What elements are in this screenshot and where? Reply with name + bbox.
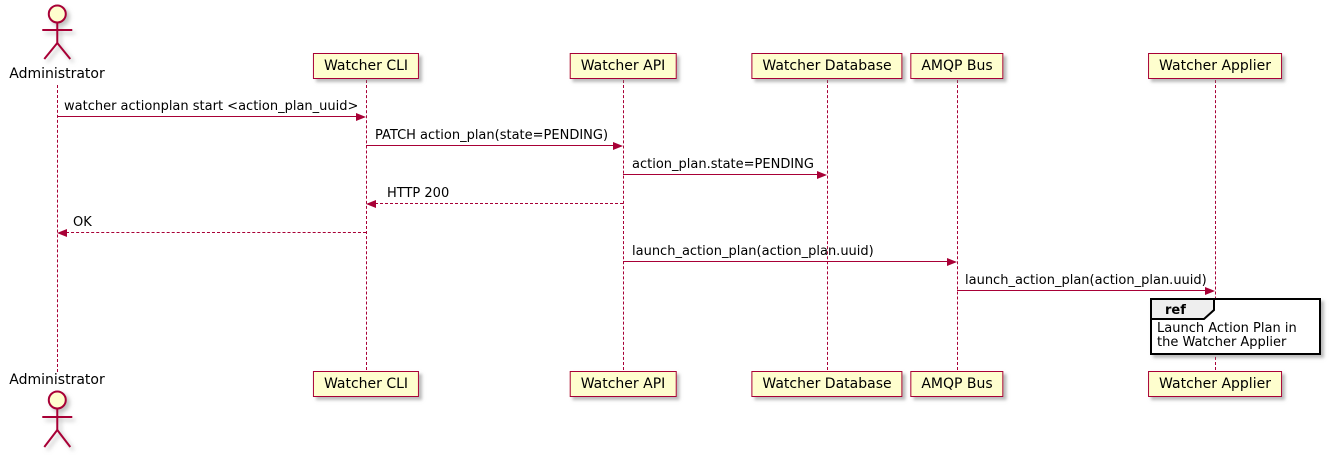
ref-fragment: ref Launch Action Plan in the Watcher Ap… [1150, 298, 1321, 355]
message-line [57, 116, 357, 117]
ref-keyword: ref [1165, 303, 1186, 318]
participant-watcher-api-bottom: Watcher API [569, 371, 677, 397]
actor-label: Administrator [9, 372, 105, 388]
ref-keyword-tab: ref [1150, 298, 1215, 320]
arrowhead-right-icon [1205, 286, 1215, 295]
message-label: launch_action_plan(action_plan.uuid) [632, 244, 874, 259]
participant-amqp-bus-top: AMQP Bus [910, 53, 1004, 79]
arrowhead-left-icon [57, 228, 67, 237]
participant-watcher-cli-bottom: Watcher CLI [312, 371, 420, 397]
lifeline-watcher-database [827, 80, 828, 370]
message-label: HTTP 200 [387, 186, 450, 201]
message-label: OK [73, 215, 92, 230]
arrowhead-left-icon [366, 199, 376, 208]
message-label: action_plan.state=PENDING [632, 157, 814, 172]
message-line [957, 290, 1206, 291]
actor-label: Administrator [9, 66, 105, 82]
actor-icon [42, 4, 72, 60]
arrowhead-right-icon [817, 170, 827, 179]
lifeline-watcher-cli [366, 80, 367, 370]
message-line [623, 261, 948, 262]
arrowhead-right-icon [613, 141, 623, 150]
message-line [623, 174, 818, 175]
participant-amqp-bus-bottom: AMQP Bus [910, 371, 1004, 397]
lifeline-amqp-bus [957, 80, 958, 370]
message-label: PATCH action_plan(state=PENDING) [375, 128, 609, 143]
ref-text: Launch Action Plan in the Watcher Applie… [1157, 321, 1297, 350]
message-line [66, 232, 366, 233]
participant-watcher-api-top: Watcher API [569, 53, 677, 79]
message-line [366, 145, 614, 146]
arrowhead-right-icon [947, 257, 957, 266]
participant-watcher-database-bottom: Watcher Database [751, 371, 903, 397]
lifeline-watcher-applier [1215, 80, 1216, 370]
participant-watcher-applier-bottom: Watcher Applier [1148, 371, 1282, 397]
actor-administrator-bottom: Administrator [9, 371, 105, 454]
actor-administrator-top: Administrator [9, 3, 105, 82]
lifeline-watcher-api [623, 80, 624, 370]
participant-watcher-cli-top: Watcher CLI [312, 53, 420, 79]
arrowhead-right-icon [356, 112, 366, 121]
message-label: watcher actionplan start <action_plan_uu… [64, 99, 359, 114]
participant-watcher-database-top: Watcher Database [751, 53, 903, 79]
participant-watcher-applier-top: Watcher Applier [1148, 53, 1282, 79]
actor-icon [42, 390, 72, 448]
message-label: launch_action_plan(action_plan.uuid) [965, 273, 1207, 288]
message-line [375, 203, 623, 204]
